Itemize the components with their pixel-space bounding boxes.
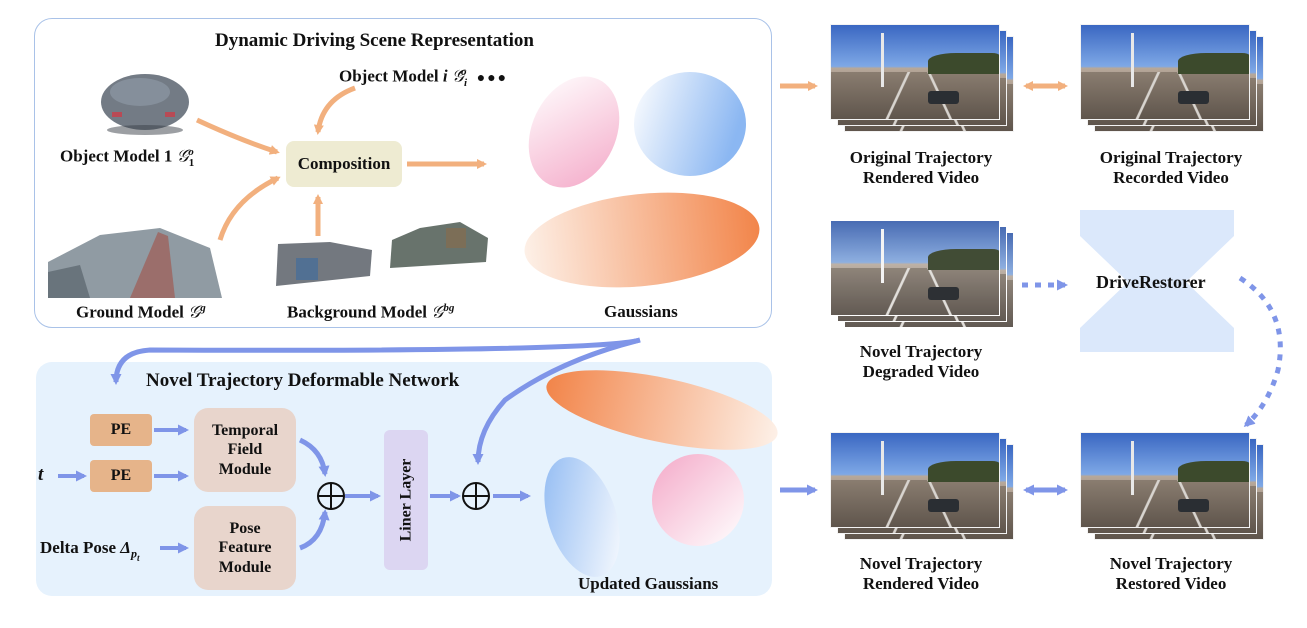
- delta-pose-label: Delta Pose Δpt: [40, 538, 140, 563]
- background-model-label: Background Model 𝒢bg: [287, 302, 455, 322]
- oplus-icon-1: [317, 482, 345, 510]
- drive-restorer-label: DriveRestorer: [1096, 272, 1206, 292]
- pe-box-top: PE: [90, 414, 152, 446]
- composition-box: Composition: [286, 141, 402, 187]
- car-point-cloud-icon: [101, 74, 189, 135]
- gaussians-label: Gaussians: [604, 302, 678, 321]
- updated-gaussian-blue-icon: [544, 457, 620, 577]
- gaussian-pink-icon: [528, 76, 620, 188]
- video-novel-degraded: [830, 220, 1014, 328]
- updated-gaussian-orange-icon: [546, 370, 778, 450]
- ellipsis-dots: ●●●: [476, 70, 509, 86]
- temporal-field-module: Temporal Field Module: [194, 408, 296, 492]
- liner-layer-box: Liner Layer: [384, 430, 428, 570]
- pose-feature-module: Pose Feature Module: [194, 506, 296, 590]
- video-orig-recorded: [1080, 24, 1264, 132]
- video-orig-rendered: [830, 24, 1014, 132]
- background-point-cloud-icon: [276, 222, 488, 286]
- gaussian-blue-icon: [634, 72, 746, 176]
- oplus-icon-2: [462, 482, 490, 510]
- video-novel-rendered: [830, 432, 1014, 540]
- updated-gaussian-pink-icon: [652, 454, 744, 546]
- deform-panel-title: Novel Trajectory Deformable Network: [146, 370, 460, 391]
- t-input-label: t: [38, 464, 44, 485]
- object-model-i-label: Object Model i 𝒢io ●●●: [339, 66, 509, 90]
- gaussian-orange-icon: [524, 192, 760, 288]
- pe-box-bottom: PE: [90, 460, 152, 492]
- updated-gaussians-label: Updated Gaussians: [578, 574, 719, 593]
- ground-point-cloud-icon: [48, 228, 222, 298]
- restorer-shape: [1080, 210, 1234, 352]
- video-novel-restored: [1080, 432, 1264, 540]
- scene-panel-title: Dynamic Driving Scene Representation: [215, 30, 534, 51]
- ground-model-label: Ground Model 𝒢g: [76, 302, 206, 322]
- object-model-1-label: Object Model 1 𝒢1o: [60, 146, 195, 170]
